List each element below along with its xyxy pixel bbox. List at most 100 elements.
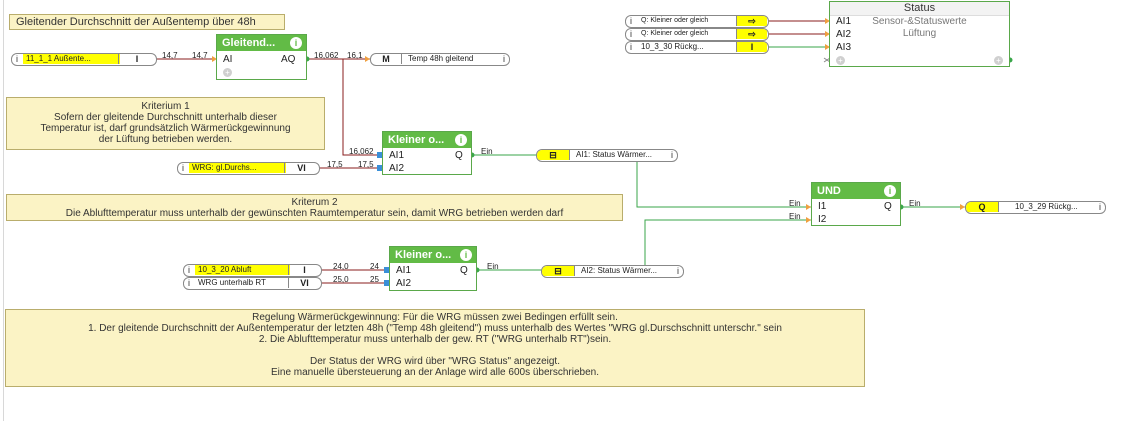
block-und[interactable]: UND i I1 I2 Q xyxy=(811,182,901,226)
port-input xyxy=(377,152,382,158)
value-label: Ein xyxy=(481,147,493,156)
input-connector-wrg-durchschnitt[interactable]: i WRG: gl.Durchs... VI xyxy=(177,162,320,175)
value-label: 24 xyxy=(370,262,379,271)
left-gutter-line xyxy=(3,0,4,421)
block-kleiner-gleich-2[interactable]: Kleiner o... i AI1 AI2 Q xyxy=(389,246,477,291)
input-connector-aussentemp[interactable]: i 11_1_1 Außente... I xyxy=(11,53,157,66)
block-gleitend[interactable]: Gleitend... i AI AQ + xyxy=(216,34,307,80)
link-icon: ⇨ xyxy=(736,29,767,39)
port-arrow xyxy=(825,31,830,37)
info-icon[interactable]: i xyxy=(460,249,472,261)
value-label: 16,1 xyxy=(347,51,363,60)
block-header: Gleitend... i xyxy=(217,35,306,51)
add-port-icon[interactable]: + xyxy=(994,56,1003,65)
connector-tag: I xyxy=(736,42,767,52)
connector-label: 10_3_30 Rückg... xyxy=(641,42,704,51)
link-icon: ⇨ xyxy=(736,16,767,26)
connector-tag: VI xyxy=(284,163,318,173)
connector-label: 11_1_1 Außente... xyxy=(23,54,120,64)
status-subtitle-2: Lüftung xyxy=(902,28,937,39)
port-label-ai2: AI2 xyxy=(389,163,405,174)
info-icon: i xyxy=(503,54,505,64)
note-line: Regelung Wärmerückgewinnung: Für die WRG… xyxy=(252,312,618,323)
note-kriterium-2[interactable]: Kriterum 2 Die Ablufttemperatur muss unt… xyxy=(6,194,623,221)
note-line: Sofern der gleitende Durchschnitt unterh… xyxy=(54,112,277,123)
output-connector-temp48[interactable]: M Temp 48h gleitend i xyxy=(370,53,510,66)
input-connector-abluft[interactable]: i 10_3_20 Abluft I xyxy=(183,264,322,277)
connector-label: WRG unterhalb RT xyxy=(198,278,266,287)
port-arrow xyxy=(825,44,830,50)
flag-icon: ⊟ xyxy=(537,150,570,160)
note-line: Der Status der WRG wird über "WRG Status… xyxy=(310,356,560,367)
connector-label: 10_3_29 Rückg... xyxy=(1015,202,1078,211)
input-connector-status-ai3[interactable]: i 10_3_30 Rückg... I xyxy=(625,41,769,54)
output-connector-status-waerme-2[interactable]: ⊟ AI2: Status Wärmer... i xyxy=(541,265,684,278)
connector-tag: I xyxy=(288,265,320,275)
port-label-ai: AI xyxy=(223,54,233,65)
value-label: 25,0 xyxy=(333,275,349,284)
title-note[interactable]: Gleitender Durchschnitt der Außentemp üb… xyxy=(9,14,285,30)
port-arrow xyxy=(960,204,965,210)
block-status[interactable]: Status Sensor-&Statuswerte Lüftung AI1 A… xyxy=(829,1,1010,67)
port-arrow xyxy=(825,18,830,24)
wire-to-und-i1 xyxy=(636,155,811,208)
connector-label: 10_3_20 Abluft xyxy=(195,265,290,275)
port-label-q: Q xyxy=(455,150,463,161)
info-icon: i xyxy=(630,16,632,26)
port-label-i1: I1 xyxy=(818,201,827,212)
block-kleiner-gleich-1[interactable]: Kleiner o... i AI1 AI2 Q xyxy=(382,131,472,175)
port-label-ai1: AI1 xyxy=(836,16,852,27)
port-arrow xyxy=(806,217,811,223)
wire-temp-to-kleiner1 xyxy=(342,59,382,156)
output-connector-status-waerme-1[interactable]: ⊟ AI1: Status Wärmer... i xyxy=(536,149,678,162)
info-icon[interactable]: i xyxy=(290,37,302,49)
value-label: 17,5 xyxy=(358,160,374,169)
output-connector-rueckgewinnung[interactable]: Q 10_3_29 Rückg... i xyxy=(965,201,1106,214)
note-line: Eine manuelle übersteuerung an der Anlag… xyxy=(271,367,599,378)
block-header: UND i xyxy=(812,183,900,199)
note-line: Kriterum 2 xyxy=(291,197,338,208)
block-header: Kleiner o... i xyxy=(383,132,471,148)
block-title: Kleiner o... xyxy=(395,249,452,261)
status-title: Status xyxy=(830,2,1009,16)
info-icon: i xyxy=(671,150,673,160)
connector-tag: VI xyxy=(288,278,320,288)
connector-label: AI1: Status Wärmer... xyxy=(576,150,653,159)
value-label: 24,0 xyxy=(333,262,349,271)
port-label-ai1: AI1 xyxy=(396,265,412,276)
add-port-icon[interactable]: + xyxy=(223,68,232,77)
add-port-icon[interactable]: + xyxy=(836,56,845,65)
note-regelung[interactable]: Regelung Wärmerückgewinnung: Für die WRG… xyxy=(5,309,865,387)
status-subtitle-1: Sensor-&Statuswerte xyxy=(872,16,967,27)
value-label: Ein xyxy=(789,199,801,208)
port-arrow xyxy=(365,56,370,62)
value-label: Ein xyxy=(789,212,801,221)
flag-icon: ⊟ xyxy=(542,266,575,276)
value-label: 25 xyxy=(370,275,379,284)
input-connector-status-ai1[interactable]: i Q: Kleiner oder gleich ⇨ xyxy=(625,15,769,28)
info-icon[interactable]: i xyxy=(455,134,467,146)
value-label: 14,7 xyxy=(162,51,178,60)
block-title: Kleiner o... xyxy=(388,134,445,146)
info-icon: i xyxy=(188,278,190,288)
info-icon: i xyxy=(16,54,18,64)
note-line: Kriterium 1 xyxy=(141,101,190,112)
value-label: 17,5 xyxy=(327,160,343,169)
port-label-ai2: AI2 xyxy=(396,278,412,289)
port-label-q: Q xyxy=(460,265,468,276)
block-title: Gleitend... xyxy=(222,37,276,49)
port-input xyxy=(377,165,382,171)
info-icon[interactable]: i xyxy=(884,185,896,197)
port-label-q: Q xyxy=(884,201,892,212)
connector-label: Q: Kleiner oder gleich xyxy=(641,17,709,24)
block-title: UND xyxy=(817,185,841,197)
value-label: Ein xyxy=(909,199,921,208)
title-note-text: Gleitender Durchschnitt der Außentemp üb… xyxy=(16,16,256,28)
note-kriterium-1[interactable]: Kriterium 1 Sofern der gleitende Durchsc… xyxy=(6,97,325,150)
connector-label: Q: Kleiner oder gleich xyxy=(641,30,709,37)
wire-to-und-i2 xyxy=(644,219,811,270)
input-connector-wrg-unterhalb-rt[interactable]: i WRG unterhalb RT VI xyxy=(183,277,322,290)
input-connector-status-ai2[interactable]: i Q: Kleiner oder gleich ⇨ xyxy=(625,28,769,41)
info-icon: i xyxy=(630,42,632,52)
port-input xyxy=(384,267,389,273)
